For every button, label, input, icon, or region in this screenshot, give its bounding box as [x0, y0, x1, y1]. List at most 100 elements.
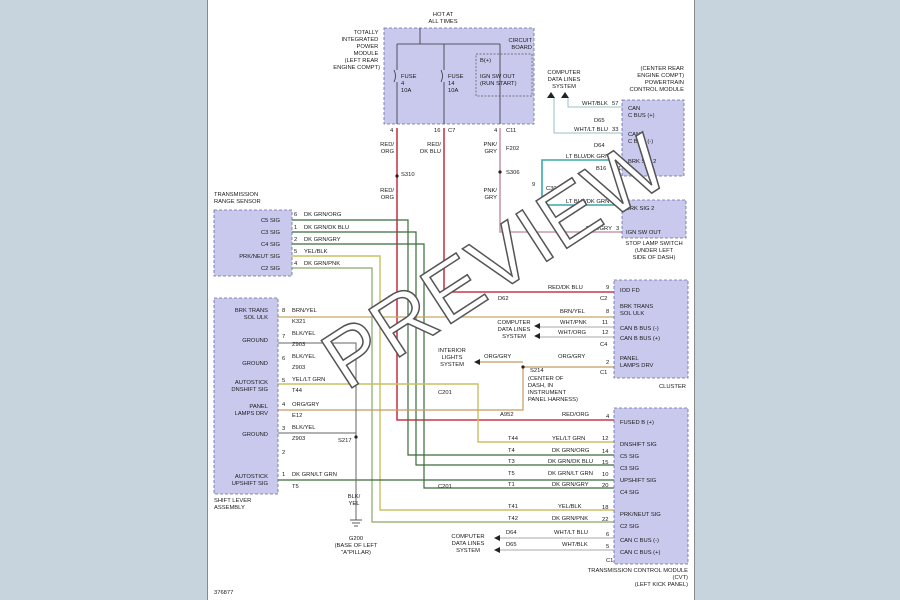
cluster-can-plus: CAN B BUS (+)	[620, 336, 660, 342]
cluster-pin-11: 11	[602, 320, 608, 326]
wire-trs-prk	[292, 255, 614, 511]
tcm-pin-4: 4	[606, 414, 610, 420]
s310-label: S310	[401, 172, 415, 178]
tcm-label: TRANSMISSION CONTROL MODULE(CVT)(LEFT KI…	[588, 568, 688, 588]
cluster-wire-org-gry: ORG/GRY	[558, 354, 585, 360]
tcm-pin-22: 22	[602, 517, 608, 523]
tcm-fused-b: FUSED B (+)	[620, 420, 654, 426]
f202-label: F202	[506, 146, 519, 152]
tcm-wire-dkgrn-ltgrn: DK GRN/LT GRN	[548, 471, 593, 477]
tcm-c2: C2 SIG	[620, 524, 639, 530]
sl-wire-k321: K321	[292, 319, 306, 325]
trs-pin-2: 2	[294, 237, 297, 243]
wire-ground	[278, 342, 357, 520]
tcm-c3: C3 SIG	[620, 466, 639, 472]
sl-wire-blk-yel-1: BLK/YEL	[292, 331, 316, 337]
sl-pin-5: 5	[282, 378, 285, 384]
stop-lamp-wire-2: PNK/GRY	[586, 226, 612, 232]
sl-ground-2: GROUND	[242, 361, 268, 367]
s217-label: S217	[338, 438, 352, 444]
s214-label: S214	[530, 368, 544, 374]
tcm-dnshift: DNSHIFT SIG	[620, 442, 657, 448]
trs-pin-6: 6	[294, 212, 297, 218]
sl-pin-1: 1	[282, 472, 285, 478]
sl-pin-4: 4	[282, 402, 286, 408]
ign-sw-out-label: IGN SW OUT(RUN START)	[480, 74, 517, 87]
tcm-pin-18: 18	[602, 505, 608, 511]
cluster-box	[613, 279, 689, 379]
pcm-connector: C1	[614, 166, 621, 172]
tcm-wire-d64: D64	[506, 530, 517, 536]
tcm-c4: C4 SIG	[620, 490, 639, 496]
tcm-wire-dkgrn-gry: DK GRN/GRY	[552, 482, 589, 488]
trs-row-prk: PRK/NEUT SIG	[239, 254, 280, 260]
sl-ground-1: GROUND	[242, 338, 268, 344]
cluster-pin-9: 9	[606, 285, 609, 291]
sl-wire-z903-2: Z903	[292, 365, 305, 371]
blk-yel-label: BLK/YEL	[348, 494, 361, 507]
stop-lamp-brk-sig-2: BRK SIG 2	[626, 206, 654, 212]
stop-lamp-wire-1: LT BLU/DK GRN	[566, 199, 609, 205]
sl-pin-7: 7	[282, 334, 285, 340]
trs-wire-c5: DK GRN/ORG	[304, 212, 342, 218]
tcm-pin-10: 10	[602, 472, 608, 478]
pcm-wire-d64: D64	[594, 143, 605, 149]
wire-can-pcm-1	[567, 97, 622, 108]
stop-lamp-pin-4: 4	[616, 199, 620, 205]
pcm-wire-d65: D65	[594, 118, 605, 124]
tcm-wire-t5: T5	[508, 471, 515, 477]
cluster-connector-c4: C4	[600, 342, 608, 348]
cluster-iod-fd: IOD FD	[620, 288, 640, 294]
wire-red-org	[396, 128, 614, 421]
tcm-pin-6: 6	[606, 532, 609, 538]
trs-row-c4: C4 SIG	[261, 242, 280, 248]
ground-symbol	[350, 519, 362, 527]
cluster-wire-red-dkblu: RED/DK BLU	[548, 285, 583, 291]
stop-lamp-ign-sw-out: IGN SW OUT	[626, 230, 662, 236]
tcm-upshift: UPSHIFT SIG	[620, 478, 657, 484]
sl-wire-blk-yel-3: BLK/YEL	[292, 425, 316, 431]
figure-number: 376877	[214, 590, 233, 596]
tcm-pin-15: 15	[602, 460, 608, 466]
tcm-wire-yel-blk: YEL/BLK	[558, 504, 582, 510]
sl-wire-t44: T44	[292, 388, 303, 394]
red-org-label: RED/ORG	[380, 142, 394, 155]
cluster-pin-2: 2	[606, 360, 609, 366]
sl-wire-yel-ltgrn: YEL/LT GRN	[292, 377, 325, 383]
red-org-label-2: RED/ORG	[380, 188, 394, 201]
pcm-pin-57: 57	[612, 101, 618, 107]
tcm-wire-d65: D65	[506, 542, 517, 548]
cluster-pin-12: 12	[602, 330, 608, 336]
a952-label: A952	[500, 412, 514, 418]
sl-wire-org-gry: ORG/GRY	[292, 402, 319, 408]
tcm-pin-5: 5	[606, 544, 609, 550]
wire-trs-c3	[292, 231, 614, 466]
c304-label: C304	[546, 186, 561, 192]
cluster-connector-c1: C1	[600, 370, 607, 376]
sl-ground-3: GROUND	[242, 432, 268, 438]
c201-label: C201	[438, 390, 452, 396]
pcm-wire-b16: B16	[596, 166, 606, 172]
tcm-wire-dkgrn-pnk: DK GRN/PNK	[552, 516, 588, 522]
tcm-wire-t1: T1	[508, 482, 515, 488]
tcm-wire-wht-ltblu: WHT/LT BLU	[554, 530, 588, 536]
trs-row-c5: C5 SIG	[261, 218, 280, 224]
wire-trs-c5	[292, 219, 614, 456]
cluster-connector-c2: C2	[600, 296, 607, 302]
tcm-wire-t3: T3	[508, 459, 515, 465]
trs-row-c2: C2 SIG	[261, 266, 280, 272]
wire-sl-yel-ltgrn	[278, 383, 614, 443]
